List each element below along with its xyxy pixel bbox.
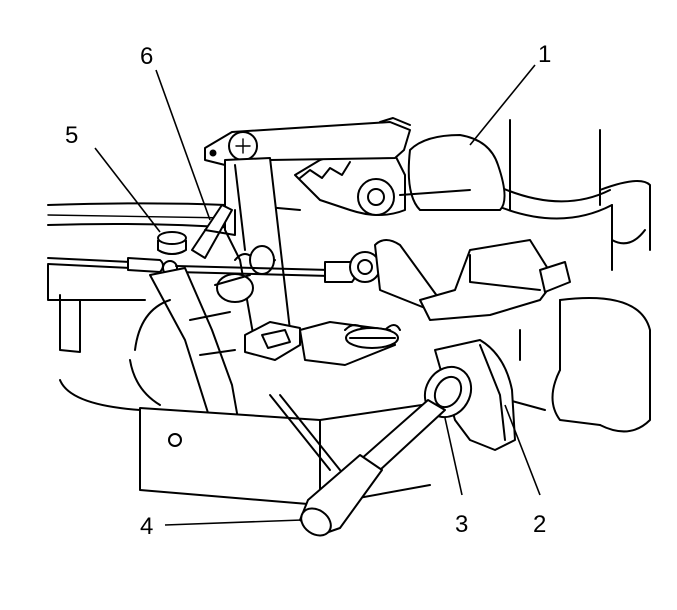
lever-body	[129, 267, 241, 436]
part-4-release-handle	[299, 399, 446, 537]
part-6-clip	[191, 204, 236, 259]
link-arm	[374, 239, 571, 321]
callout-1: 1	[538, 41, 551, 68]
callout-3: 3	[455, 511, 468, 538]
callout-6: 6	[140, 43, 153, 70]
brake-cable	[47, 251, 381, 283]
lower-spring	[344, 324, 401, 349]
transmission-housing	[494, 119, 651, 433]
callout-4: 4	[140, 513, 153, 540]
leader-6	[155, 69, 211, 221]
callout-5: 5	[65, 122, 78, 149]
leader-2	[504, 404, 541, 496]
return-spring	[214, 245, 276, 303]
callout-2: 2	[533, 511, 546, 538]
leader-3	[444, 417, 463, 496]
leader-lines	[94, 64, 541, 526]
callout-labels: 1 2 3 4 5 6	[65, 41, 551, 540]
part-5-adjuster-nut	[157, 231, 187, 255]
leader-1	[469, 64, 536, 146]
top-lever-arm	[204, 117, 411, 166]
leader-5	[94, 147, 161, 233]
leader-4	[164, 519, 303, 526]
part-1-cam-bracket	[294, 134, 506, 216]
